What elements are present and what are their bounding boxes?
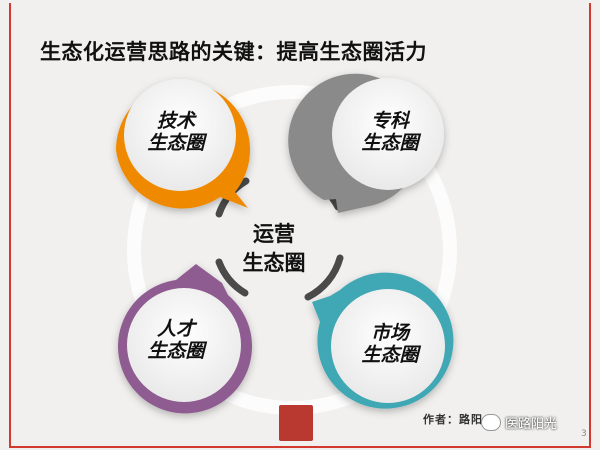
petal-tech-disc — [124, 79, 236, 191]
petal-talent-label: 人才 生态圈 — [126, 318, 226, 362]
petal-specialty-line1: 专科 — [370, 110, 409, 132]
petal-specialty-label: 专科 生态圈 — [340, 110, 440, 154]
petal-talent-line2: 生态圈 — [147, 340, 205, 362]
chat-bubble-icon — [481, 413, 501, 431]
petal-market — [312, 272, 454, 409]
petal-talent — [118, 264, 253, 414]
petal-tech — [115, 79, 250, 209]
center-label-line2: 生态圈 — [242, 251, 306, 275]
red-seal-logo — [279, 405, 313, 441]
petal-tech-line1: 技术 — [156, 110, 195, 132]
petal-tech-line2: 生态圈 — [147, 132, 205, 154]
wechat-watermark: 医路阳光 — [481, 412, 557, 432]
petal-market-disc — [331, 289, 445, 403]
author-line: 作者：路阳， — [423, 413, 495, 426]
petal-market-line2: 生态圈 — [361, 344, 419, 366]
petal-specialty-disc — [332, 78, 444, 190]
petal-market-label: 市场 生态圈 — [340, 322, 440, 366]
petal-specialty — [288, 73, 444, 214]
center-label-line1: 运营 — [253, 222, 295, 246]
petal-talent-line1: 人才 — [156, 318, 195, 340]
slide-frame — [9, 3, 591, 448]
page-number: 3 — [581, 429, 587, 439]
watermark-text: 医路阳光 — [505, 416, 558, 432]
petal-talent-disc — [127, 288, 241, 402]
petal-market-line1: 市场 — [370, 322, 409, 344]
petal-specialty-line2: 生态圈 — [361, 132, 419, 154]
petal-tech-label: 技术 生态圈 — [126, 110, 226, 154]
slide-title: 生态化运营思路的关键：提高生态圈活力 — [40, 40, 427, 64]
center-label: 运营 生态圈 — [234, 220, 314, 278]
